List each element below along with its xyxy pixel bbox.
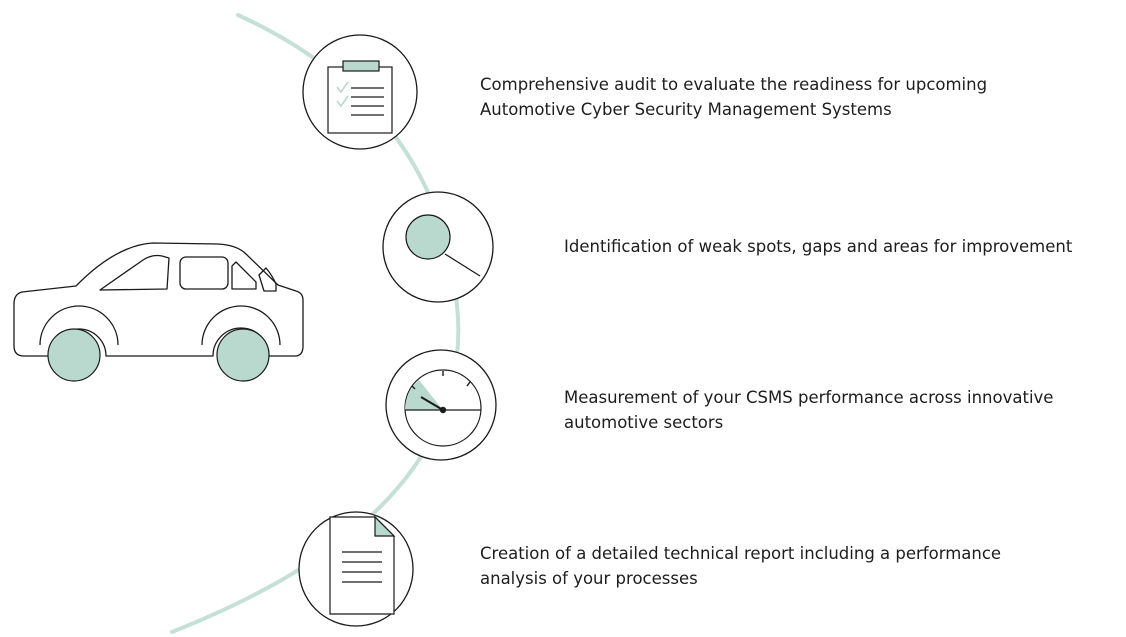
step-2-line-1: Identification of weak spots, gaps and a… xyxy=(564,237,1073,256)
gauge-icon xyxy=(404,369,482,447)
car-rear-wheel xyxy=(216,328,270,382)
step-3-node xyxy=(385,349,497,461)
step-4-text: Creation of a detailed technical report … xyxy=(480,541,1001,591)
step-3-line-1: Measurement of your CSMS performance acr… xyxy=(564,388,1054,407)
step-1-line-2: Automotive Cyber Security Management Sys… xyxy=(480,100,892,119)
step-2-node xyxy=(382,191,494,303)
step-3-line-2: automotive sectors xyxy=(564,413,724,432)
step-4-node xyxy=(298,511,414,627)
clipboard-checklist-icon xyxy=(327,60,393,134)
step-4-line-1: Creation of a detailed technical report … xyxy=(480,544,1002,563)
car-icon xyxy=(13,242,304,357)
magnifier-icon xyxy=(405,214,481,277)
step-1-node xyxy=(302,34,418,150)
step-1-text: Comprehensive audit to evaluate the read… xyxy=(480,72,987,122)
step-1-line-1: Comprehensive audit to evaluate the read… xyxy=(480,75,988,94)
step-4-line-2: analysis of your processes xyxy=(480,569,698,588)
step-3-text: Measurement of your CSMS performance acr… xyxy=(564,385,1053,435)
document-icon xyxy=(329,515,396,615)
step-2-text: Identification of weak spots, gaps and a… xyxy=(564,234,1072,259)
car-front-wheel xyxy=(47,328,101,382)
